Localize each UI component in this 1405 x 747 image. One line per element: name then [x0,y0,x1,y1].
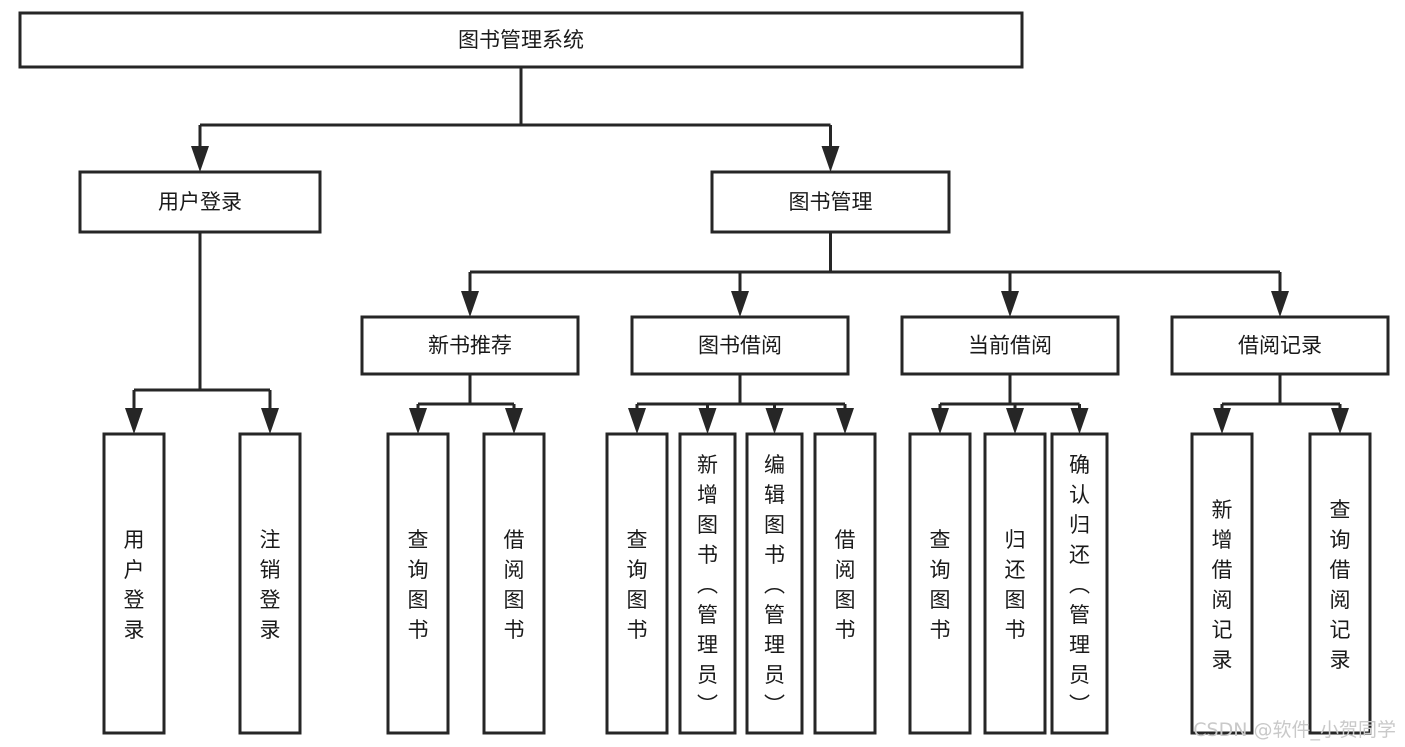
node-leaf-borrow-add[interactable]: 新增图书︵管理员︶ [678,432,737,735]
node-leaf-user-login[interactable]: 用户登录 [102,432,166,735]
arrow-head-icon [1006,408,1024,434]
arrow-head-icon [409,408,427,434]
arrow-head-icon [1001,291,1019,317]
node-leaf-user-logout[interactable]: 注销登录 [238,432,302,735]
node-label: 编辑图书︵管理员︶ [764,453,785,717]
node-box[interactable] [710,170,951,234]
arrow-head-icon [505,408,523,434]
node-leaf-cur-query[interactable]: 查询图书 [908,432,972,735]
node-leaf-cur-confirm[interactable]: 确认归还︵管理员︶ [1050,432,1109,735]
node-label: 查询图书 [408,528,429,642]
arrow-head-icon [731,291,749,317]
node-box[interactable] [908,432,972,735]
node-box[interactable] [745,432,804,735]
arrow-head-icon [1271,291,1289,317]
node-box[interactable] [102,432,166,735]
node-root[interactable]: 图书管理系统 [18,11,1024,69]
node-newrec[interactable]: 新书推荐 [360,315,580,376]
node-box[interactable] [482,432,546,735]
node-label: 用户登录 [158,190,242,214]
node-history[interactable]: 借阅记录 [1170,315,1390,376]
node-box[interactable] [1050,432,1109,735]
edge-group-current [931,374,1089,434]
node-borrow[interactable]: 图书借阅 [630,315,850,376]
node-leaf-borrow-lend[interactable]: 借阅图书 [813,432,877,735]
node-label: 确认归还︵管理员︶ [1069,453,1090,717]
node-label: 图书借阅 [698,334,782,358]
node-box[interactable] [78,170,322,234]
node-box[interactable] [1170,315,1390,376]
node-leaf-rec-query[interactable]: 查询图书 [386,432,450,735]
node-label: 当前借阅 [968,334,1052,358]
arrow-head-icon [698,408,717,434]
csdn-watermark: CSDN @软件_小贺同学 [1193,719,1396,741]
node-label: 注销登录 [260,528,281,642]
connector-layer [125,67,1349,434]
node-box[interactable] [18,11,1024,69]
node-current[interactable]: 当前借阅 [900,315,1120,376]
node-box[interactable] [238,432,302,735]
node-label: 查询图书 [627,528,648,642]
arrow-head-icon [628,408,646,434]
node-leaf-cur-return[interactable]: 归还图书 [983,432,1047,735]
node-label: 新书推荐 [428,334,512,358]
node-label: 用户登录 [124,528,145,642]
arrow-head-icon [125,408,143,434]
edge-group-borrow [628,374,854,434]
node-label: 归还图书 [1005,528,1026,642]
node-layer: 图书管理系统用户登录图书管理新书推荐图书借阅当前借阅借阅记录用户登录注销登录查询… [18,11,1390,735]
node-leaf-borrow-edit[interactable]: 编辑图书︵管理员︶ [745,432,804,735]
node-leaf-rec-borrow[interactable]: 借阅图书 [482,432,546,735]
node-bookmgmt[interactable]: 图书管理 [710,170,951,234]
node-label: 图书管理 [789,190,873,214]
arrow-head-icon [261,408,279,434]
arrow-head-icon [461,291,479,317]
node-login[interactable]: 用户登录 [78,170,322,234]
node-leaf-hist-add[interactable]: 新增借阅记录 [1190,432,1254,735]
arrow-head-icon [1331,408,1349,434]
edge-group-root [191,67,840,172]
node-box[interactable] [983,432,1047,735]
node-box[interactable] [813,432,877,735]
node-label: 查询图书 [930,528,951,642]
node-label: 借阅记录 [1238,334,1322,358]
arrow-head-icon [1213,408,1231,434]
node-box[interactable] [386,432,450,735]
arrow-head-icon [191,146,209,172]
node-label: 借阅图书 [835,528,856,642]
node-label: 新增图书︵管理员︶ [697,453,718,717]
arrow-head-icon [1070,408,1089,434]
arrow-head-icon [836,408,854,434]
edge-group-history [1213,374,1349,434]
edge-group-bookmgmt [461,232,1289,317]
node-label: 借阅图书 [504,528,525,642]
node-box[interactable] [605,432,669,735]
node-leaf-hist-query[interactable]: 查询借阅记录 [1308,432,1372,735]
node-box[interactable] [1308,432,1372,735]
edge-group-login [125,232,279,434]
node-label: 图书管理系统 [458,28,584,52]
node-box[interactable] [900,315,1120,376]
node-leaf-borrow-query[interactable]: 查询图书 [605,432,669,735]
arrow-head-icon [765,408,784,434]
edge-group-newrec [409,374,523,434]
node-box[interactable] [360,315,580,376]
arrow-head-icon [931,408,949,434]
node-box[interactable] [1190,432,1254,735]
node-box[interactable] [630,315,850,376]
node-box[interactable] [678,432,737,735]
node-label: 新增借阅记录 [1212,498,1233,672]
arrow-head-icon [821,146,840,172]
node-label: 查询借阅记录 [1330,498,1351,672]
